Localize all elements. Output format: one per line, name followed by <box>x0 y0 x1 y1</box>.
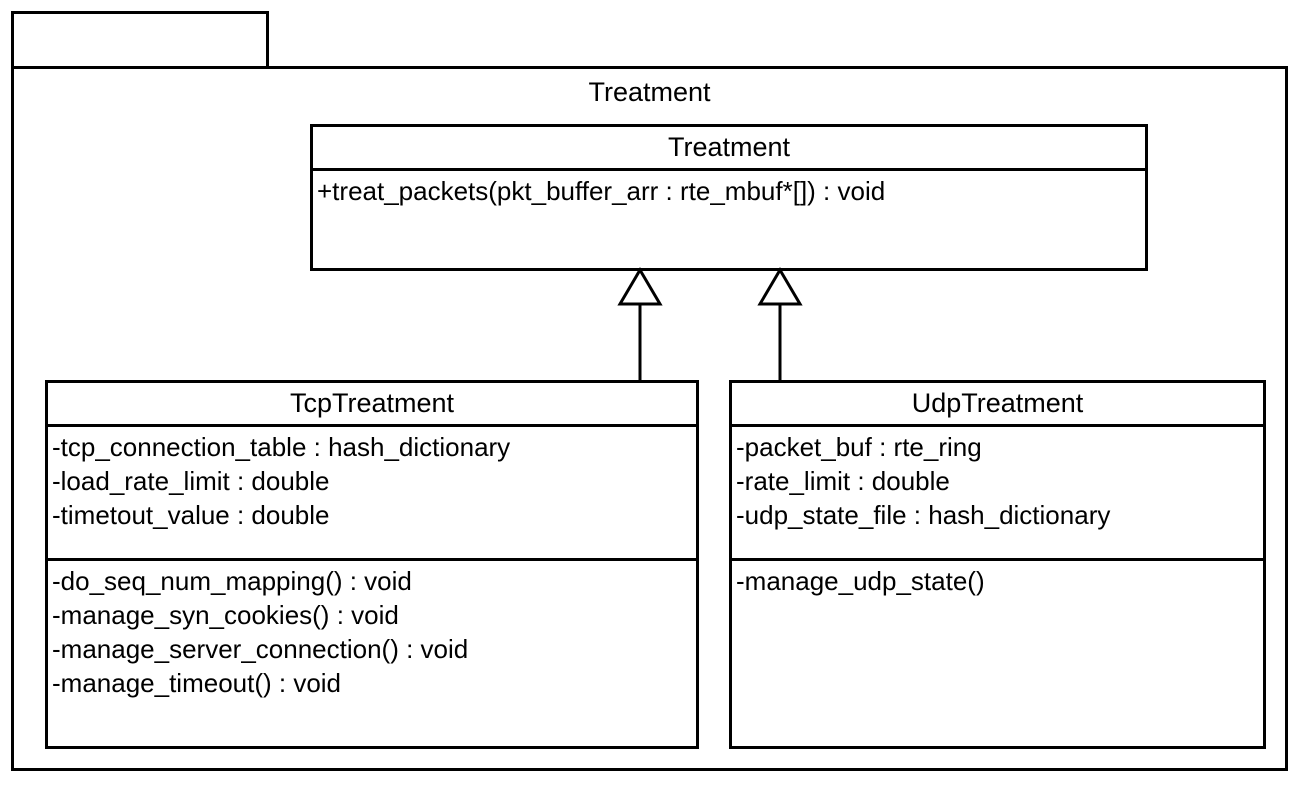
method-item: -do_seq_num_mapping() : void <box>52 566 412 596</box>
class-box-treatment[interactable]: Treatment +treat_packets(pkt_buffer_arr … <box>310 124 1148 271</box>
method-item: -manage_udp_state() <box>736 566 985 596</box>
package-title: Treatment <box>588 77 711 107</box>
class-methods-treatment: +treat_packets(pkt_buffer_arr : rte_mbuf… <box>313 171 1145 274</box>
attribute-item: -tcp_connection_table : hash_dictionary <box>52 432 511 462</box>
attribute-item: -timetout_value : double <box>52 500 330 530</box>
class-compartment-divider <box>48 424 696 427</box>
class-name-udptreatment: UdpTreatment <box>911 388 1084 418</box>
method-item: -manage_timeout() : void <box>52 668 342 698</box>
attribute-item: -rate_limit : double <box>736 466 950 496</box>
class-methods-udptreatment: -manage_udp_state() <box>732 561 1263 751</box>
package-tab[interactable] <box>11 11 269 66</box>
class-name-tcptreatment: TcpTreatment <box>289 388 455 418</box>
class-compartment-divider <box>732 424 1263 427</box>
class-box-tcptreatment[interactable]: TcpTreatment -tcp_connection_table : has… <box>45 380 699 749</box>
attribute-item: -load_rate_limit : double <box>52 466 330 496</box>
class-box-udptreatment[interactable]: UdpTreatment -packet_buf : rte_ring -rat… <box>729 380 1266 749</box>
method-item: -manage_server_connection() : void <box>52 634 469 664</box>
attribute-item: -packet_buf : rte_ring <box>736 432 982 462</box>
class-attributes-udptreatment: -packet_buf : rte_ring -rate_limit : dou… <box>732 427 1263 558</box>
class-methods-tcptreatment: -do_seq_num_mapping() : void -manage_syn… <box>48 561 696 751</box>
method-item: -manage_syn_cookies() : void <box>52 600 399 630</box>
method-item: +treat_packets(pkt_buffer_arr : rte_mbuf… <box>317 176 886 206</box>
class-compartment-divider <box>48 558 696 561</box>
class-compartment-divider <box>732 558 1263 561</box>
class-attributes-tcptreatment: -tcp_connection_table : hash_dictionary … <box>48 427 696 558</box>
class-name-treatment: Treatment <box>667 132 791 162</box>
attribute-item: -udp_state_file : hash_dictionary <box>736 500 1111 530</box>
class-compartment-divider <box>313 168 1145 171</box>
